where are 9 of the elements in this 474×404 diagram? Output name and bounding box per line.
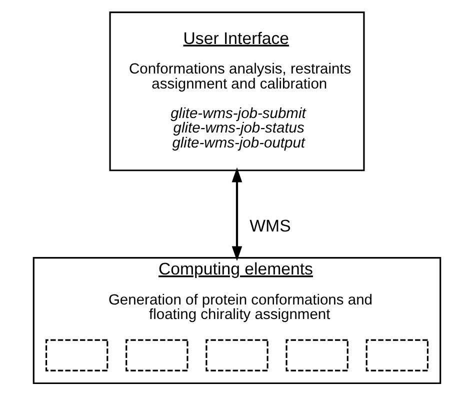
edge-label: WMS bbox=[250, 216, 291, 236]
node-box bbox=[46, 339, 108, 372]
node-box bbox=[126, 339, 188, 372]
node-box bbox=[206, 339, 268, 372]
node-box: User Interface Conformations analysis, restraints assignment and calibration glite-wms-job-submit glite-wms-job-status glite-wms-job-output bbox=[109, 12, 365, 172]
cluster: Computing elements Generation of protein conformations and floating chirality assignment bbox=[32, 257, 442, 384]
node-box bbox=[286, 339, 348, 372]
node-box bbox=[366, 339, 428, 372]
arrow bbox=[232, 167, 242, 262]
